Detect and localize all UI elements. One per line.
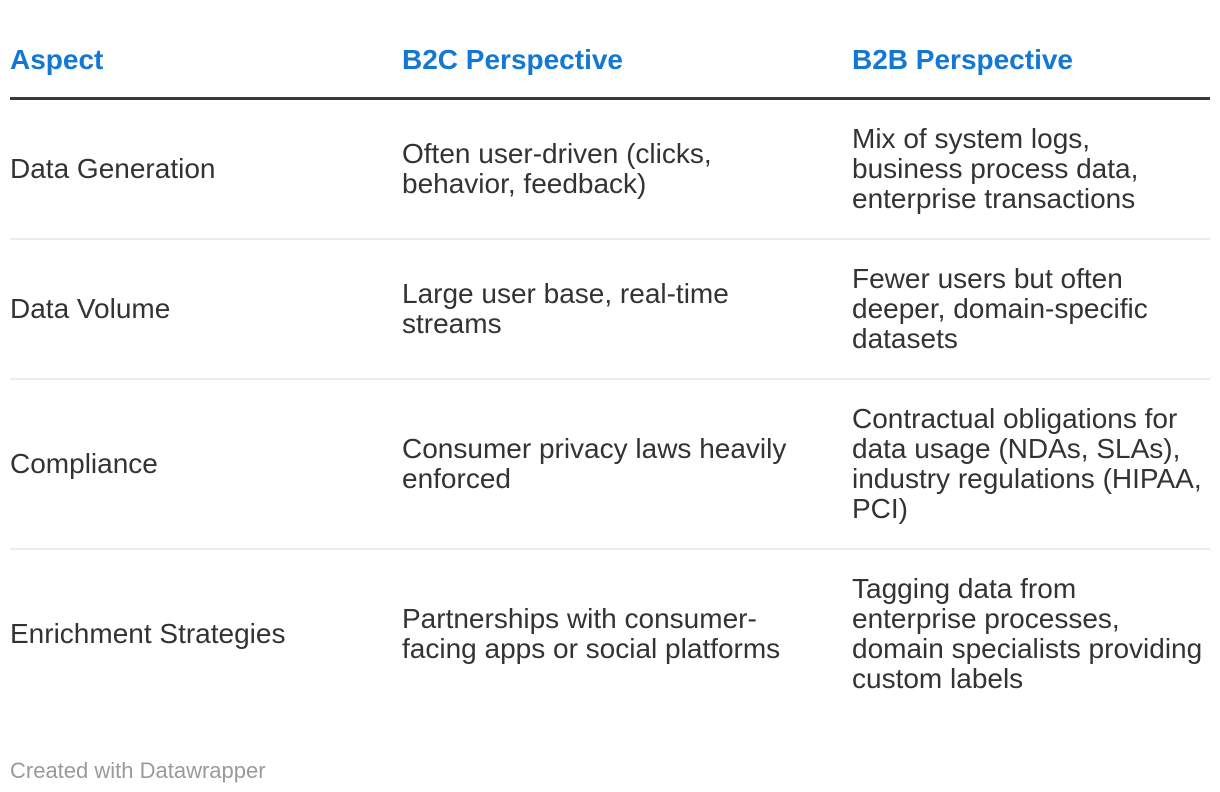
table-row-enrichment-strategies: Enrichment Strategies Partnerships with … [10,549,1210,718]
datawrapper-attribution: Created with Datawrapper [10,758,266,783]
cell-aspect: Enrichment Strategies [10,618,286,649]
cell-b2b: Tagging data from enterprise processes, … [852,573,1203,694]
cell-b2c: Consumer privacy laws heavily enforced [402,379,852,550]
cell-aspect: Compliance [10,379,402,550]
column-header-b2c-perspective: B2C Perspective [402,44,852,100]
cell-aspect: Data Volume [10,239,402,380]
table-header-row: Aspect B2C Perspective B2B Perspective [10,44,1210,100]
cell-b2b: Fewer users but often deeper, domain-spe… [852,239,1210,380]
table-row-compliance: Compliance Consumer privacy laws heavily… [10,379,1210,550]
cell-b2c: Large user base, real-time streams [402,239,852,380]
table-row-data-volume: Data Volume Large user base, real-time s… [10,239,1210,380]
column-header-aspect: Aspect [10,44,402,100]
cell-b2c: Partnerships with consumer-facing apps o… [402,603,781,664]
cell-b2b: Contractual obligations for data usage (… [852,379,1210,550]
cell-b2b: Mix of system logs, business process dat… [852,98,1210,240]
cell-b2c: Often user-driven (clicks, behavior, fee… [402,98,852,240]
column-header-b2b-perspective: B2B Perspective [852,44,1210,100]
cell-aspect: Data Generation [10,98,402,240]
table-row-data-generation: Data Generation Often user-driven (click… [10,98,1210,240]
comparison-table: Aspect B2C Perspective B2B Perspective D… [10,44,1210,718]
